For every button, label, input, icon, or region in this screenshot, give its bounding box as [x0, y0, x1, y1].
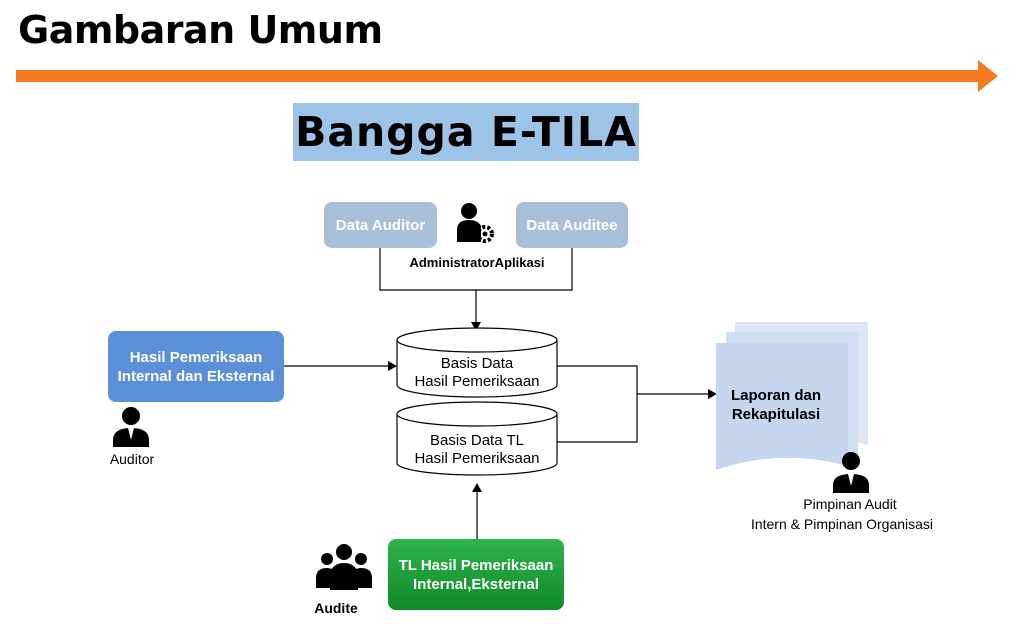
data-auditor-box: Data Auditor — [324, 202, 437, 248]
database-2-label: Basis Data TL Hasil Pemeriksaan — [397, 432, 557, 468]
admin-gear-icon — [457, 203, 494, 243]
tl-to-db-arrowhead — [472, 483, 482, 492]
data-auditee-box: Data Auditee — [516, 202, 628, 248]
audite-label: Audite — [314, 600, 358, 616]
database-2-line-1: Basis Data TL — [430, 432, 524, 449]
report-document-stack — [716, 322, 868, 470]
auditor-label: Auditor — [109, 451, 155, 467]
db-to-report-bracket — [556, 365, 638, 443]
database-1-label: Basis Data Hasil Pemeriksaan — [397, 355, 557, 391]
page-title: Gambaran Umum — [18, 8, 383, 52]
header-arrow-head — [978, 60, 998, 92]
brand-banner: Bangga E-TILA — [293, 103, 639, 161]
db-to-report-arrowhead — [708, 389, 717, 399]
pimpinan-person-icon — [833, 452, 869, 493]
report-label: Laporan dan Rekapitulasi — [730, 387, 821, 423]
tl-hasil-box: TL Hasil Pemeriksaan Internal,Eksternal — [388, 539, 564, 610]
hasil-pemeriksaan-box: Hasil Pemeriksaan Internal dan Eksternal — [108, 331, 284, 402]
admin-label: AdministratorAplikasi — [409, 255, 545, 270]
admin-to-db-arrowhead — [471, 322, 481, 331]
brand-title: Bangga E-TILA — [295, 108, 637, 156]
database-cylinder-2 — [396, 401, 558, 476]
database-1-line-2: Hasil Pemeriksaan — [414, 373, 540, 390]
header-arrow-shaft — [16, 70, 982, 82]
hasil-to-db-arrowhead — [388, 361, 397, 371]
database-cylinder-1 — [396, 327, 558, 398]
audite-group-icon — [316, 544, 372, 590]
database-2-line-2: Hasil Pemeriksaan — [414, 450, 540, 467]
pimpinan-label-line-1: Pimpinan Audit — [803, 496, 897, 512]
auditor-person-icon — [113, 407, 149, 447]
database-1-line-1: Basis Data — [440, 355, 514, 372]
pimpinan-label-line-2: Intern & Pimpinan Organisasi — [750, 516, 934, 532]
